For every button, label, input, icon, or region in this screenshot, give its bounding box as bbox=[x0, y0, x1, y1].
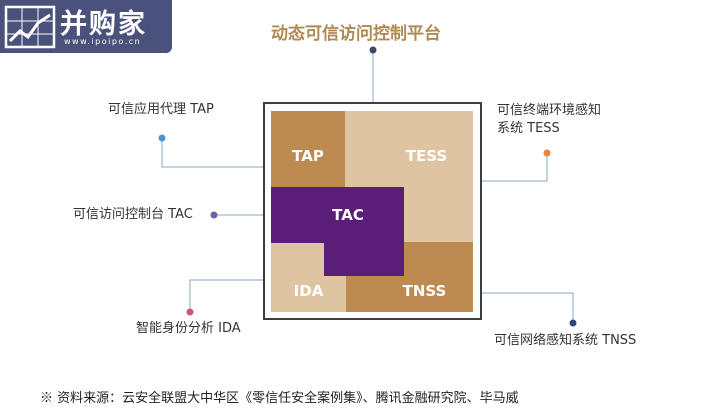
tap-label: 可信应用代理 TAP bbox=[108, 102, 214, 117]
source-note: ※ 资料来源：云安全联盟大中华区《零信任安全案例集》、腾讯金融研究院、毕马威 bbox=[40, 391, 519, 406]
tac-block-label: TAC bbox=[332, 206, 364, 224]
tess-label: 可信终端环境感知 系统 TESS bbox=[497, 102, 601, 138]
chart-logo-icon bbox=[4, 5, 56, 49]
tap-connector-dot bbox=[158, 134, 166, 142]
tap-block: TAP bbox=[271, 111, 345, 187]
tess-label-line1: 可信终端环境感知 bbox=[497, 103, 602, 118]
tess-block-label: TESS bbox=[405, 147, 448, 165]
tnss-block: TNSS bbox=[346, 242, 473, 312]
ida-label: 智能身份分析 IDA bbox=[136, 321, 241, 336]
tnss-block-label: TNSS bbox=[402, 282, 447, 300]
logo-url: www.ipoipo.cn bbox=[64, 37, 142, 46]
tap-block-label: TAP bbox=[292, 147, 324, 165]
tess-connector-dot bbox=[543, 149, 551, 157]
site-logo: 并购家 www.ipoipo.cn bbox=[0, 0, 172, 53]
logo-name: 并购家 bbox=[60, 9, 147, 40]
diagram-title: 动态可信访问控制平台 bbox=[271, 24, 441, 44]
tnss-connector-dot bbox=[569, 319, 577, 327]
ida-block: IDA bbox=[271, 242, 346, 312]
tac-block-label-wrap: TAC bbox=[326, 204, 370, 226]
tac-connector-dot bbox=[210, 211, 218, 219]
tac-block bbox=[271, 187, 404, 276]
ida-connector-dot bbox=[186, 308, 194, 316]
tess-label-line2: 系统 TESS bbox=[497, 121, 560, 136]
title-connector-dot bbox=[369, 46, 377, 54]
tnss-label: 可信网络感知系统 TNSS bbox=[494, 333, 637, 348]
tac-label: 可信访问控制台 TAC bbox=[73, 207, 193, 222]
ida-block-label: IDA bbox=[293, 282, 324, 300]
